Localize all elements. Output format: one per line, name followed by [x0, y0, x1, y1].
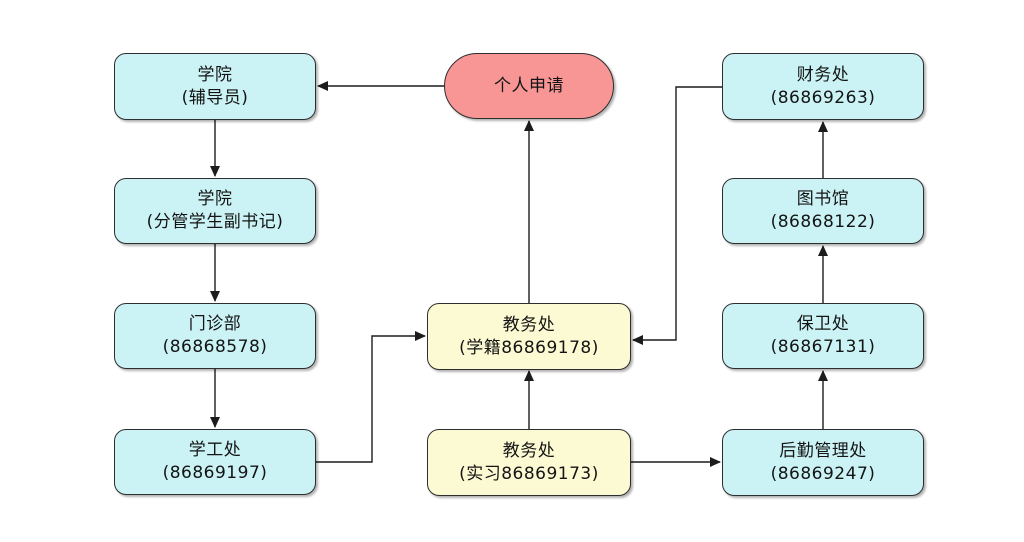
- node-label: 门诊部: [188, 314, 242, 334]
- node-academic-affairs-internship: 教务处 (实习86869173): [427, 429, 631, 496]
- node-sublabel: (辅导员): [181, 87, 249, 108]
- node-outpatient-clinic: 门诊部 (86868578): [114, 303, 316, 369]
- node-label: 教务处: [502, 314, 556, 335]
- node-academic-affairs-registry: 教务处 (学籍86869178): [427, 303, 631, 370]
- node-sublabel: (学籍86869178): [459, 337, 599, 358]
- node-finance-office: 财务处 (86869263): [722, 53, 924, 120]
- node-sublabel: (分管学生副书记): [146, 212, 284, 232]
- node-label: 教务处: [502, 440, 556, 461]
- node-sublabel: (86867131): [770, 337, 876, 357]
- node-student-affairs-office: 学工处 (86869197): [114, 429, 316, 495]
- node-college-counselor: 学院 (辅导员): [114, 53, 316, 120]
- node-library: 图书馆 (86868122): [722, 178, 924, 244]
- node-personal-application: 个人申请: [444, 53, 614, 119]
- node-college-deputy-secretary: 学院 (分管学生副书记): [114, 178, 316, 244]
- node-label: 学院: [197, 189, 233, 209]
- node-label: 保卫处: [796, 314, 850, 334]
- node-label: 后勤管理处: [779, 440, 867, 461]
- node-sublabel: (86869263): [770, 87, 876, 108]
- node-label: 学工处: [188, 440, 242, 460]
- node-sublabel: (86868578): [162, 337, 268, 357]
- node-label: 学院: [197, 64, 233, 85]
- node-security-office: 保卫处 (86867131): [722, 303, 924, 369]
- node-sublabel: (86868122): [770, 212, 876, 232]
- node-label: 图书馆: [796, 189, 850, 209]
- node-sublabel: (86869247): [770, 463, 876, 484]
- edge-finance-office-to-academic-affairs-registry: [632, 86, 722, 345]
- node-sublabel: (实习86869173): [459, 463, 599, 484]
- node-label: 个人申请: [494, 75, 564, 96]
- node-logistics-management-office: 后勤管理处 (86869247): [722, 429, 924, 496]
- node-label: 财务处: [796, 64, 850, 85]
- node-sublabel: (86869197): [162, 463, 268, 483]
- edge-student-affairs-office-to-academic-affairs-registry: [316, 331, 426, 463]
